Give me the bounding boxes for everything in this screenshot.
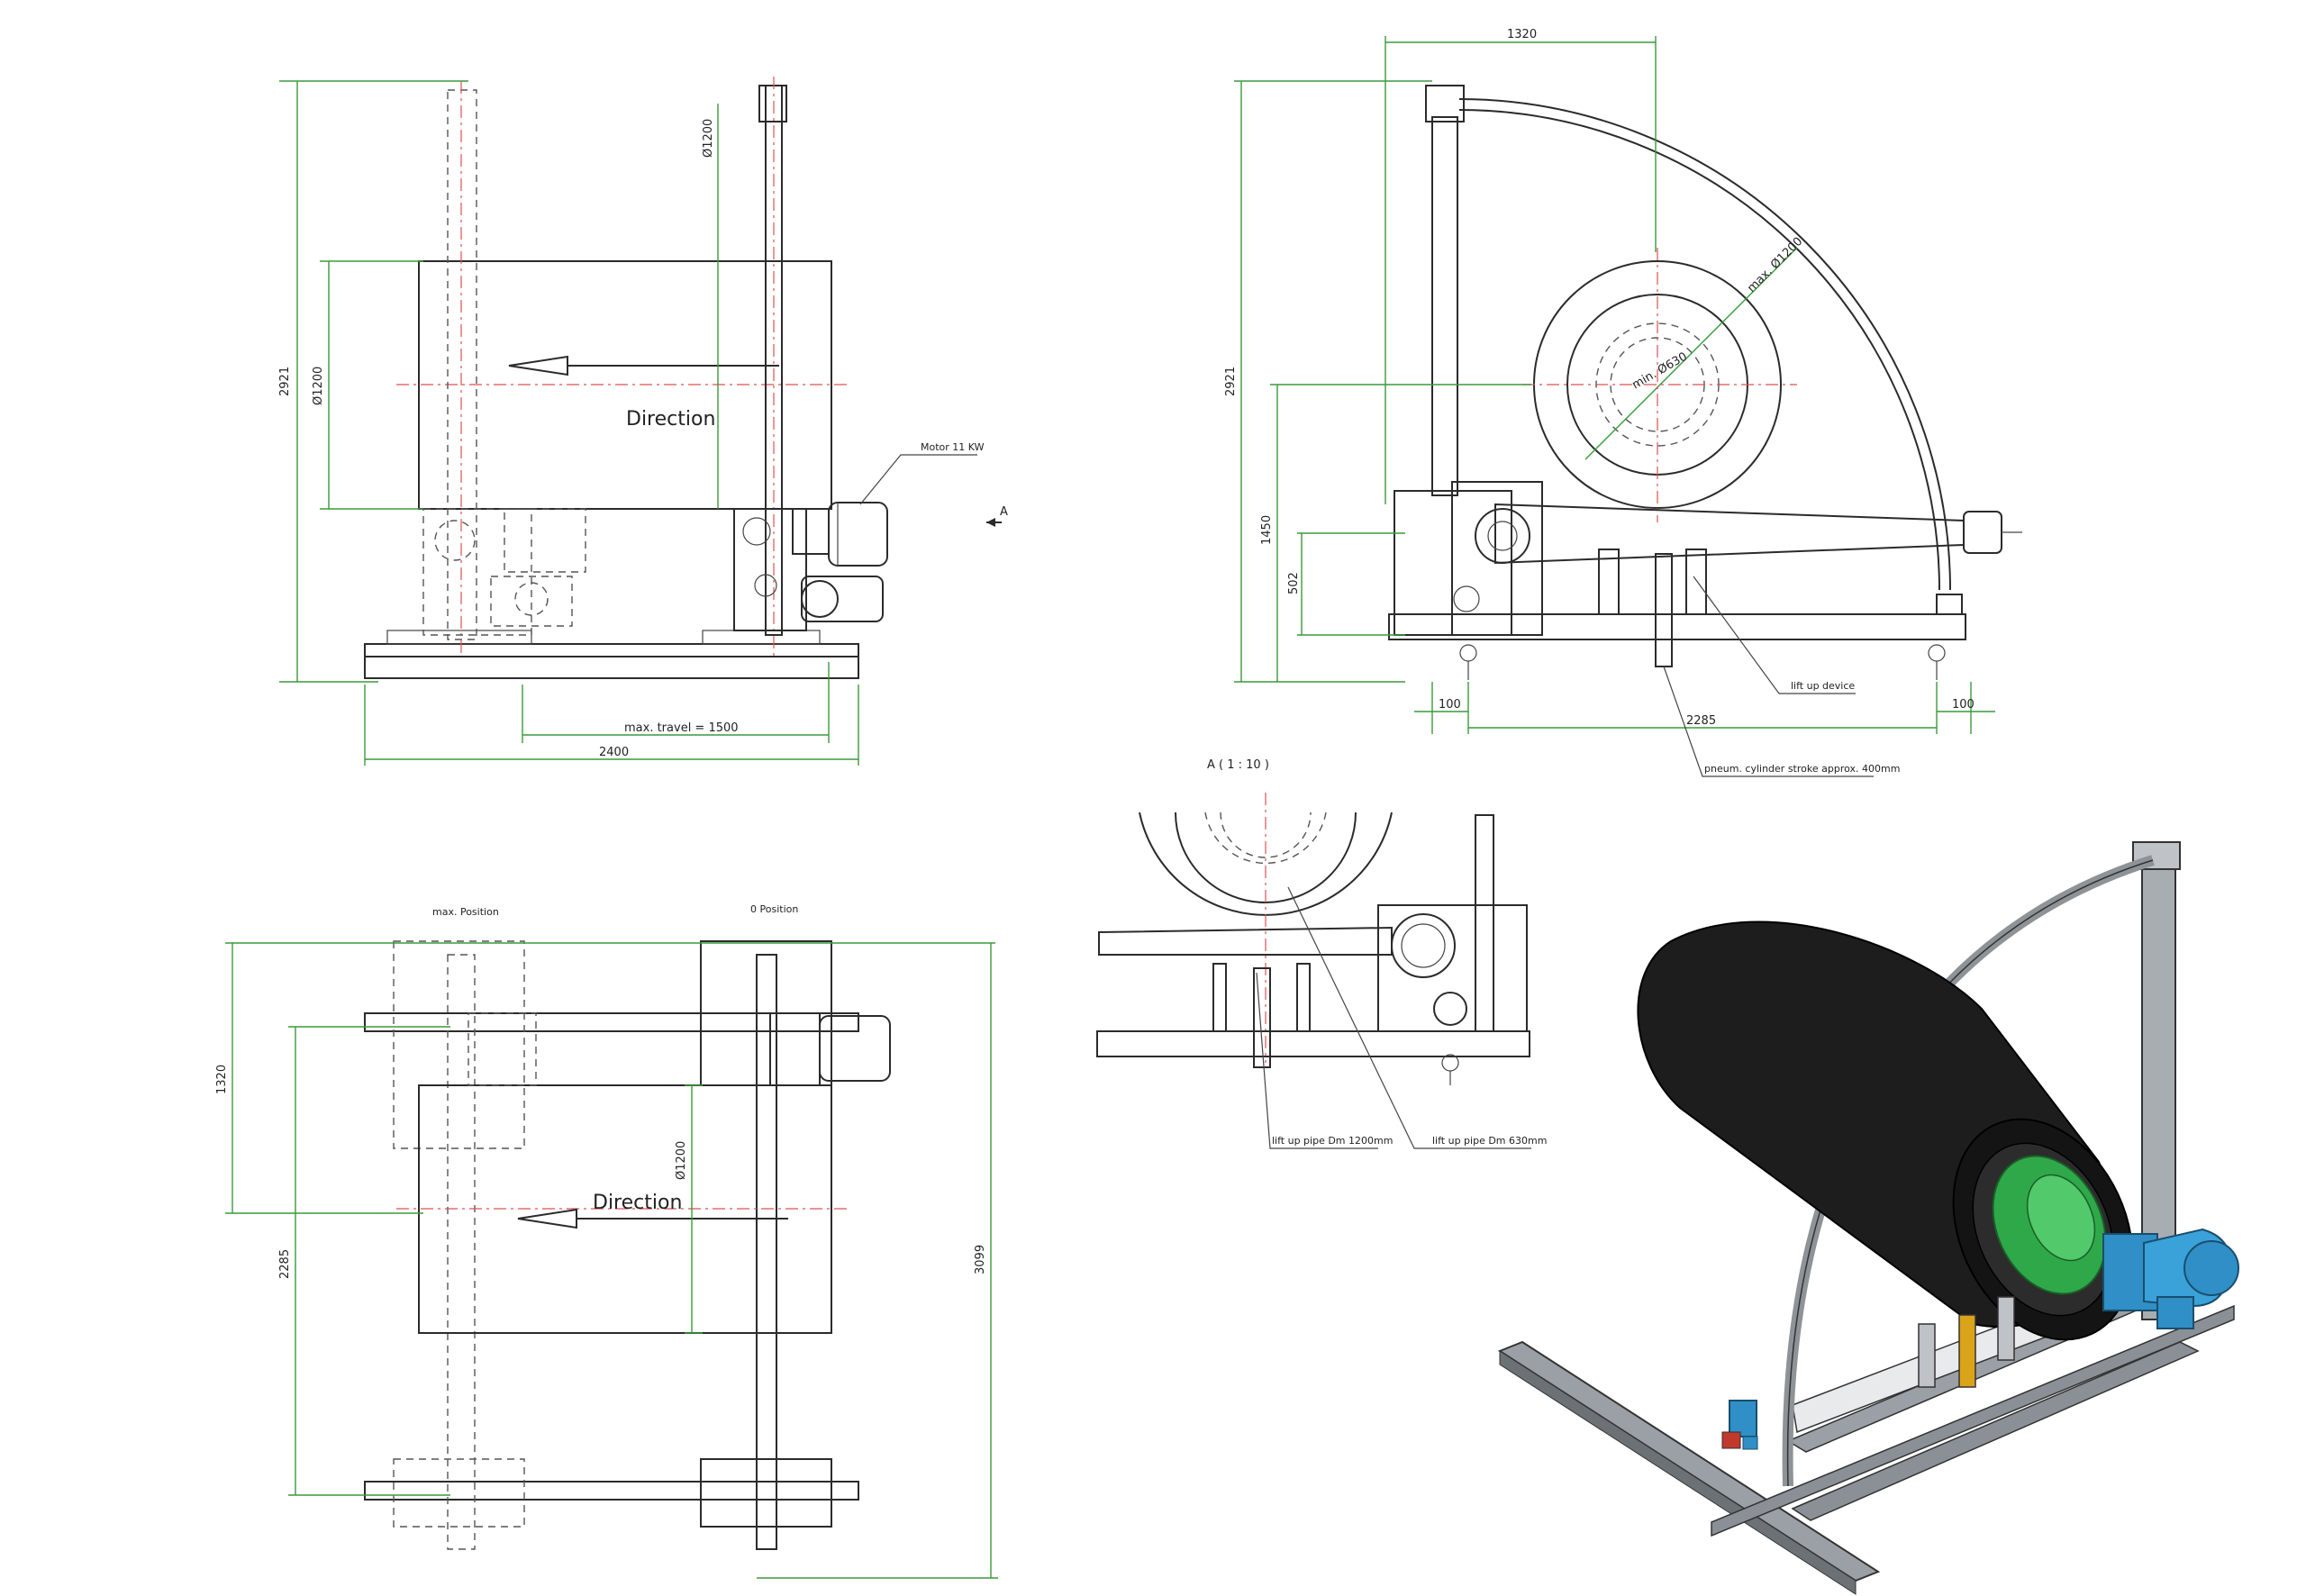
front-direction-label: Direction (626, 408, 715, 431)
detail-pipe-630: lift up pipe Dm 630mm (1432, 1135, 1547, 1147)
top-dim-1320: 1320 (215, 1065, 229, 1094)
front-dim-diameter-left: Ø1200 (312, 367, 325, 405)
side-max-diameter: max. Ø1200 (1745, 235, 1805, 295)
side-view: max. Ø1200 min. Ø630 1320 2921 145 (1224, 28, 2022, 777)
side-min-diameter: min. Ø630 (1630, 350, 1690, 393)
top-direction-label: Direction (593, 1192, 682, 1214)
side-dim-width: 1320 (1507, 28, 1537, 41)
side-pneum-cylinder: pneum. cylinder stroke approx. 400mm (1704, 763, 1900, 775)
front-view: 2921 Ø1200 Ø1200 Direction Motor 11 KW A… (278, 77, 1008, 766)
top-dim-diameter: Ø1200 (675, 1141, 688, 1180)
front-dim-width: 2400 (599, 746, 629, 759)
side-lift-up-device: lift up device (1791, 680, 1855, 692)
detail-view-a: A ( 1 : 10 ) lift up pipe Dm 1200mm lift… (1096, 758, 1547, 1149)
isometric-view (1497, 841, 2239, 1595)
top-zero-position: 0 Position (750, 903, 798, 915)
side-dim-1450: 1450 (1260, 515, 1274, 545)
top-dim-2285: 2285 (278, 1249, 292, 1279)
detail-pipe-1200: lift up pipe Dm 1200mm (1272, 1135, 1393, 1147)
front-view-arrow-label: A (1000, 505, 1008, 519)
top-max-position: max. Position (432, 906, 499, 918)
side-dim-height: 2921 (1224, 367, 1238, 396)
detail-view-title: A ( 1 : 10 ) (1207, 758, 1269, 772)
top-dim-3099: 3099 (974, 1245, 987, 1274)
side-dim-2285: 2285 (1686, 714, 1716, 728)
side-dim-502: 502 (1287, 572, 1301, 594)
front-dim-diameter-right: Ø1200 (702, 119, 715, 158)
top-view: max. Position 0 Position Direction 1320 … (215, 903, 998, 1579)
side-dim-100-right: 100 (1952, 698, 1975, 712)
front-dim-height: 2921 (278, 367, 292, 396)
front-max-travel: max. travel = 1500 (624, 721, 739, 735)
front-motor-label: Motor 11 KW (921, 441, 985, 453)
side-dim-100-left: 100 (1439, 698, 1461, 712)
